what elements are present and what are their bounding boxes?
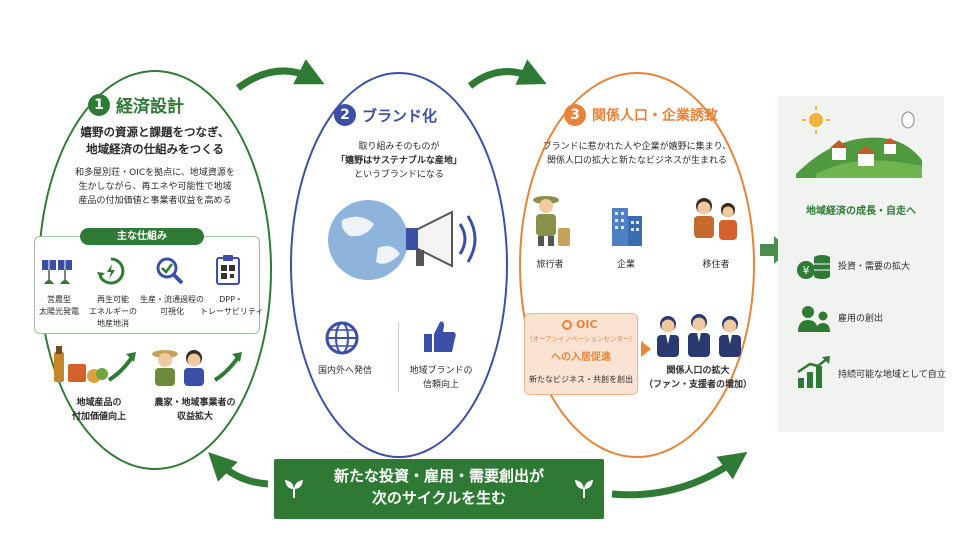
panel3-desc-2: 関係人口の拡大と新たなビジネスが生まれる — [546, 156, 727, 166]
sprout-icon-left — [285, 480, 303, 498]
business-people-icon — [657, 314, 741, 357]
right-item-1: 投資・需要の拡大 — [838, 262, 911, 272]
mech-item-3-line2: 可視化 — [160, 307, 184, 316]
panel2-desc-1: 取り組みそのものが — [358, 142, 440, 152]
panel3-desc-1: ブランドに惹かれた人や企業が嬉野に集まり、 — [542, 142, 732, 152]
employment-people-icon — [798, 306, 830, 332]
company-building-icon — [612, 208, 642, 246]
panel1-subtitle-2: 地域経済の仕組みをつくる — [86, 142, 224, 156]
traveler-icon — [533, 196, 570, 246]
panel2-title: 2 ブランド化 — [334, 104, 437, 126]
oic-logo-icon — [562, 319, 572, 330]
right-item-3: 持続可能な地域として自立 — [838, 370, 946, 380]
right-item-2: 雇用の創出 — [838, 314, 884, 324]
panel-relationship-population — [519, 72, 755, 458]
investment-coins-icon: ¥ — [797, 255, 830, 279]
panel2-item2-line2: 信頼向上 — [422, 380, 459, 390]
panel-branding — [290, 72, 508, 458]
oic-line2: 新たなビジネス・共創を創出 — [529, 375, 633, 384]
mech-item-2-line3: 地産地消 — [97, 319, 129, 328]
farmer-people-icon — [152, 350, 204, 386]
town-landscape-icon — [796, 106, 922, 178]
clipboard-qr-icon — [216, 255, 240, 285]
panel1-number: 1 — [88, 93, 110, 116]
thumbs-up-icon — [424, 321, 456, 352]
mech-item-3-line1: 生産・流通過程の — [140, 295, 204, 304]
growth-arrow-icon-2 — [213, 352, 242, 382]
panel2-desc-3: というブランドになる — [354, 170, 444, 180]
oic-box — [524, 313, 638, 395]
oic-logo-text: OIC — [576, 318, 598, 331]
local-products-icon — [54, 346, 108, 383]
panel2-item2-line1: 地域ブランドの — [409, 366, 473, 376]
mech-item-1-line1: 営農型 — [47, 295, 71, 304]
panel2-desc-2: 「嬉野はサステナブルな産地」 — [336, 156, 462, 166]
panel3-title-text: 関係人口・企業誘致 — [592, 108, 718, 124]
recycle-energy-icon — [97, 257, 125, 285]
panel1-title-text: 経済設計 — [116, 97, 184, 117]
mech-item-2-line2: エネルギーの — [89, 307, 137, 316]
panel2-number: 2 — [334, 104, 356, 126]
solar-panel-icon — [42, 260, 72, 284]
panel1-result2-line1: 農家・地域事業者の — [154, 398, 236, 408]
panel1-subtitle-1: 嬉野の資源と課題をつなぎ、 — [80, 125, 230, 139]
oic-line1: への入居促進 — [551, 352, 611, 363]
world-web-icon — [325, 321, 359, 355]
next-cycle-banner — [274, 459, 604, 519]
growth-arrow-icon-1 — [107, 352, 136, 382]
right-panel-title: 地域経済の成長・自走へ — [806, 206, 916, 217]
banner-line2: 次のサイクルを生む — [371, 489, 507, 507]
panel1-desc-2: 生かしながら、再エネや可能性で地域 — [78, 182, 232, 192]
panel1-desc-1: 和多屋別荘・OICを拠点に、地域資源を — [75, 168, 235, 178]
panel3-result-line1: 関係人口の拡大 — [666, 366, 730, 376]
oic-subtitle: （オーアンイノベーションセンター） — [526, 335, 636, 343]
panel1-result1-line1: 地域産品の — [76, 398, 122, 408]
globe-megaphone-icon — [328, 200, 477, 280]
growth-chart-icon — [797, 356, 830, 388]
mech-item-2-line1: 再生可能 — [97, 295, 129, 304]
panel3-number: 3 — [564, 104, 586, 126]
panel1-desc-3: 産品の付加価値と事業者収益を高める — [78, 196, 232, 206]
magnifier-check-icon — [156, 257, 184, 285]
mech-item-1-line2: 太陽光発電 — [39, 307, 79, 316]
panel2-item1: 国内外へ発信 — [317, 366, 372, 376]
play-arrow-icon — [641, 341, 651, 357]
mechanism-label: 主な仕組み — [80, 228, 204, 245]
panel3-title: 3 関係人口・企業誘致 — [564, 104, 718, 126]
banner-line1: 新たな投資・雇用・需要創出が — [333, 467, 544, 485]
panel2-title-text: ブランド化 — [362, 106, 438, 125]
person-traveler-label: 旅行者 — [536, 260, 564, 270]
panel3-result-line2: （ファン・支援者の増加） — [644, 380, 753, 390]
svg-text:¥: ¥ — [803, 264, 810, 277]
mech-item-4-line1: DPP・ — [219, 295, 243, 304]
oic-logo: OIC — [562, 318, 598, 331]
sprout-icon-right — [575, 480, 593, 498]
person-company-label: 企業 — [616, 260, 635, 270]
panel1-result1-line2: 付加価値向上 — [71, 412, 126, 422]
panel1-result2-line2: 収益拡大 — [176, 412, 213, 422]
panel1-title: 1 経済設計 — [88, 92, 184, 117]
migrant-family-icon — [694, 198, 737, 240]
person-migrant-label: 移住者 — [702, 260, 730, 270]
panel2-divider — [398, 322, 399, 392]
mech-item-4-line2: トレーサビリティ — [200, 307, 264, 316]
